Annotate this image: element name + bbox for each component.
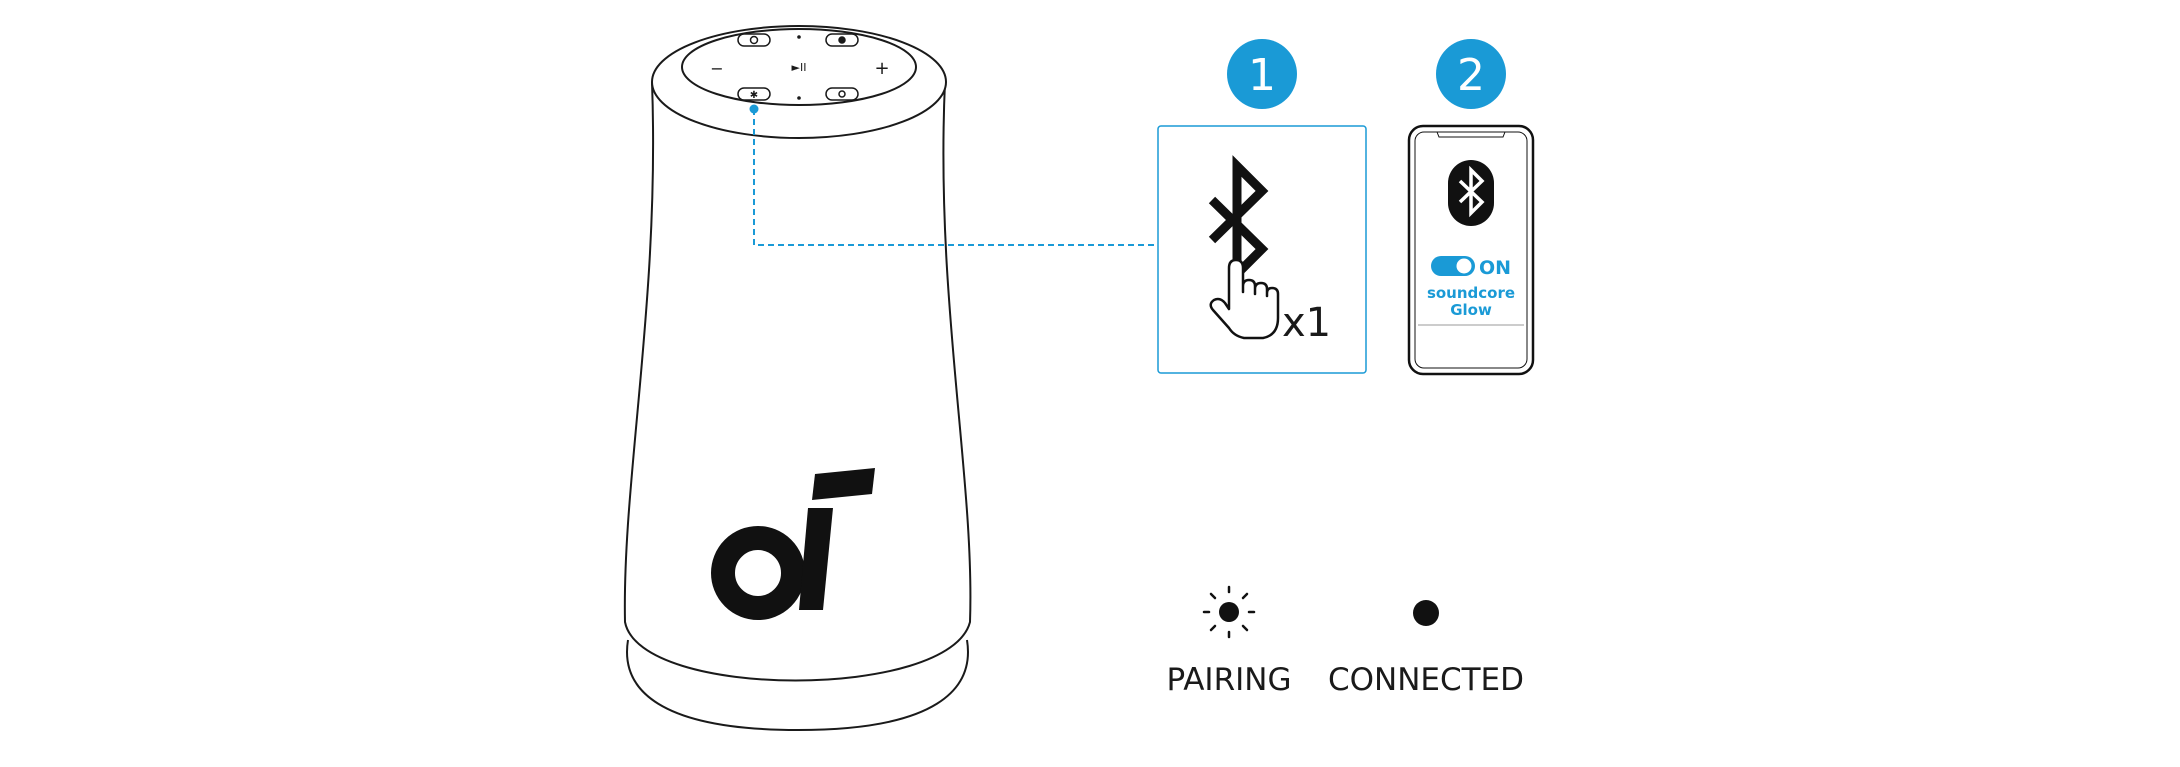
- speaker: [623, 25, 972, 732]
- connected-indicator-icon: [1413, 600, 1439, 626]
- mode-icon: [838, 90, 846, 98]
- volume-up-button[interactable]: +: [874, 58, 889, 79]
- device-name-line1: soundcore: [1427, 284, 1515, 302]
- bluetooth-button[interactable]: ✱: [737, 87, 771, 101]
- light-button[interactable]: [825, 33, 859, 47]
- pairing-label: PAIRING: [1167, 662, 1292, 698]
- sun-icon: [838, 36, 846, 44]
- bluetooth-app-icon: [1448, 160, 1494, 226]
- legend: PAIRING CONNECTED: [1167, 585, 1524, 698]
- bluetooth-icon: [1458, 165, 1485, 218]
- mode-button[interactable]: [825, 87, 859, 101]
- press-count: x1: [1282, 300, 1331, 346]
- device-name-line2: Glow: [1450, 301, 1492, 319]
- step-2-badge: [1436, 39, 1506, 109]
- speaker-body: [623, 81, 972, 682]
- pairing-indicator-icon: [1202, 585, 1256, 639]
- step-1-badge: [1227, 39, 1297, 109]
- phone-notch: [1436, 131, 1506, 138]
- control-panel: [681, 28, 917, 106]
- speaker-top-cap: [651, 25, 947, 139]
- step-1-number: 1: [1248, 50, 1276, 101]
- power-button[interactable]: [737, 33, 771, 47]
- bluetooth-icon: ✱: [750, 90, 758, 101]
- phone-frame: [1407, 124, 1535, 376]
- connected-label: CONNECTED: [1328, 662, 1524, 698]
- bluetooth-icon: [1208, 155, 1269, 285]
- toggle-knob: [1456, 258, 1472, 274]
- phone-screen: [1414, 131, 1528, 369]
- bottom-indicator-dot: [797, 96, 801, 100]
- speaker-control-labels: − + ►II: [710, 35, 890, 100]
- top-indicator-dot: [797, 35, 801, 39]
- volume-down-button[interactable]: −: [710, 59, 723, 78]
- device-list-item[interactable]: soundcore Glow: [1427, 284, 1515, 319]
- finger-tap-icon: [1209, 258, 1280, 340]
- soundcore-logo-icon: [711, 468, 875, 620]
- phone: [1407, 124, 1535, 376]
- speaker-base: [626, 639, 969, 732]
- step-2: 2 ON soundcore Glow: [1407, 39, 1535, 376]
- play-pause-button[interactable]: ►II: [792, 61, 807, 74]
- connector-line: [749, 104, 1160, 246]
- speaker-controls: ✱: [737, 33, 859, 101]
- toggle-state-label: ON: [1479, 257, 1511, 279]
- power-icon: [749, 35, 759, 45]
- step-2-number: 2: [1457, 50, 1485, 101]
- bluetooth-toggle[interactable]: [1431, 256, 1475, 276]
- step-1: 1 x1: [1157, 39, 1367, 374]
